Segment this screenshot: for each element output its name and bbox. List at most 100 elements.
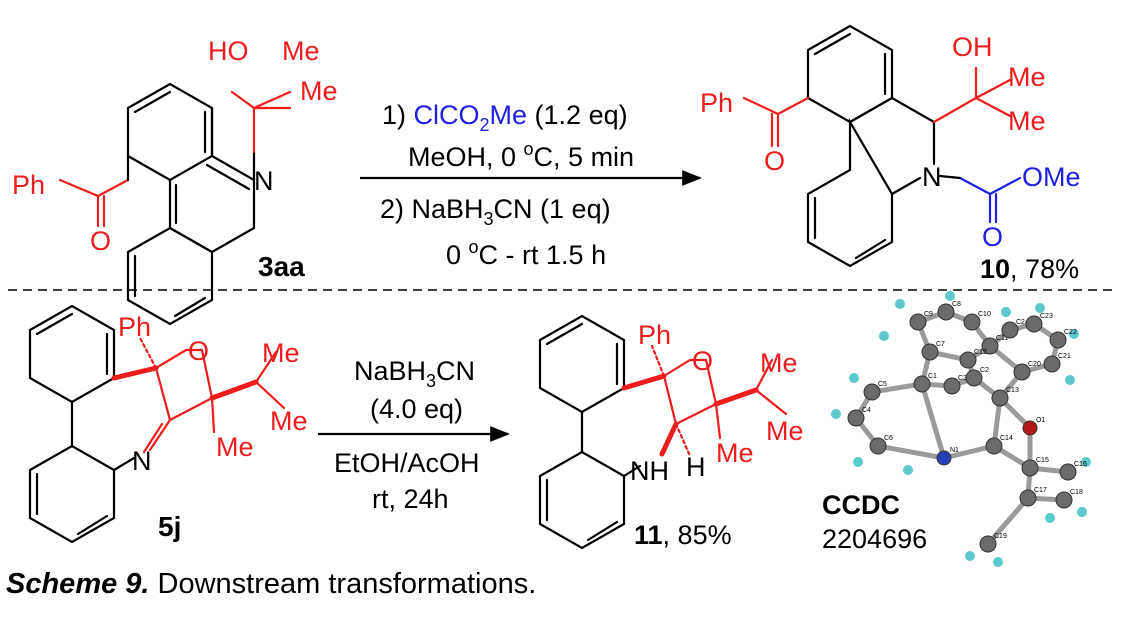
compound-label-5j: 5j	[158, 511, 181, 542]
crystal-hydrogen	[1035, 303, 1045, 313]
crystal-atom	[965, 369, 983, 387]
crystal-atom-label: N1	[950, 447, 959, 454]
crystal-atom-label: C22	[1064, 329, 1077, 336]
crystal-atom	[979, 535, 997, 553]
reaction2-condition-4: rt, 24h	[372, 484, 449, 514]
crystal-atom-label: O1	[1036, 417, 1045, 424]
10-oh-label: OH	[952, 32, 993, 62]
11-me3-label: Me	[716, 438, 754, 468]
11-h-label: H	[686, 452, 706, 482]
molecule-11	[538, 314, 788, 550]
3aa-ho-label: HO	[208, 36, 249, 66]
crystal-atom-label: C24	[1016, 319, 1029, 326]
11-me2-label: Me	[766, 416, 804, 446]
reaction1-condition-4: 0 oC - rt 1.5 h	[446, 237, 606, 270]
crystal-atom-label: C17	[1034, 487, 1047, 494]
crystal-atom	[909, 313, 927, 331]
crystal-atom-label: C14	[1000, 435, 1013, 442]
5j-o-label: O	[188, 336, 209, 366]
crystal-atom	[1001, 321, 1019, 339]
crystal-bond	[875, 443, 947, 461]
crystal-hydrogen	[1065, 375, 1075, 385]
crystal-atom-label: C18	[1070, 489, 1083, 496]
reaction1-condition-1: 1) ClCO2Me (1.2 eq)	[382, 100, 628, 135]
crystal-hydrogen	[1045, 513, 1055, 523]
crystal-atom-label: C10	[978, 311, 991, 318]
5j-me2-label: Me	[270, 406, 308, 436]
crystal-atom	[1043, 355, 1061, 373]
3aa-n-label: N	[254, 166, 274, 196]
crystal-hydrogen	[853, 457, 863, 467]
10-me1-label: Me	[1008, 62, 1046, 92]
crystal-hydrogen	[879, 331, 889, 341]
crystal-atom-label: C2	[980, 367, 989, 374]
crystal-atom-label: C16	[1074, 461, 1087, 468]
molecule-3aa	[58, 82, 292, 326]
3aa-ph-label: Ph	[12, 170, 45, 200]
crystal-hydrogen	[849, 373, 859, 383]
11-o-label: O	[692, 346, 713, 376]
10-ome-label: OMe	[1022, 162, 1081, 192]
10-me2-label: Me	[1008, 106, 1046, 136]
crystal-atom	[863, 383, 881, 401]
crystal-atom-label: C21	[1058, 353, 1071, 360]
crystal-atom	[913, 375, 931, 393]
crystal-atom	[937, 303, 955, 321]
crystal-atom	[963, 313, 981, 331]
crystal-bond	[919, 381, 947, 461]
reaction2-condition-1: NaBH3CN	[354, 356, 475, 391]
molecule-5j	[28, 304, 286, 544]
crystal-atom-label: C11	[996, 335, 1008, 342]
scheme-caption: Scheme 9. Downstream transformations.	[6, 568, 537, 600]
crystal-atom	[936, 450, 952, 466]
crystal-atom	[991, 389, 1009, 407]
3aa-o-label: O	[90, 226, 111, 256]
crystal-atom-label: C1	[928, 373, 937, 380]
ccdc-number: 2204696	[822, 524, 927, 554]
crystal-atom-label: C12	[974, 349, 987, 356]
crystal-atom	[943, 377, 961, 395]
crystal-hydrogen	[1077, 507, 1087, 517]
crystal-hydrogen	[831, 409, 841, 419]
3aa-me2-label: Me	[300, 76, 338, 106]
crystal-atom	[981, 337, 999, 355]
crystal-atom-label: C23	[1040, 313, 1053, 320]
5j-n-label: N	[132, 446, 152, 476]
10-carbonyl-o-label: O	[982, 222, 1003, 252]
crystal-atom	[869, 437, 887, 455]
reaction1-condition-2: MeOH, 0 oC, 5 min	[408, 139, 634, 172]
crystal-atom-label: C19	[994, 533, 1007, 540]
crystal-hydrogen	[945, 291, 955, 301]
molecule-10	[742, 24, 1022, 268]
crystal-atom-label: C20	[1028, 361, 1041, 368]
3aa-me1-label: Me	[282, 36, 320, 66]
crystal-atom	[959, 351, 977, 369]
crystal-atom-label: C5	[878, 381, 887, 388]
crystal-atom	[985, 437, 1003, 455]
crystal-hydrogen	[1081, 457, 1091, 467]
5j-me1-label: Me	[262, 338, 300, 368]
crystal-hydrogen	[903, 465, 913, 475]
crystal-atom	[847, 409, 865, 427]
crystal-atom-label: C4	[862, 407, 871, 414]
crystal-bond	[941, 443, 997, 461]
crystal-atom	[1049, 331, 1067, 349]
compound-label-11: 11, 85%	[634, 520, 732, 550]
compound-label-10: 10, 78%	[980, 254, 1079, 284]
crystal-atom	[1059, 463, 1077, 481]
10-n-label: N	[922, 162, 942, 192]
crystal-atom	[1025, 315, 1043, 333]
ccdc-title: CCDC	[822, 490, 900, 520]
crystal-hydrogen	[1069, 329, 1079, 339]
crystal-atom-label: C7	[936, 341, 945, 348]
crystal-atom	[1013, 363, 1031, 381]
crystal-atom	[921, 343, 939, 361]
5j-me3-label: Me	[216, 432, 254, 462]
reaction2-condition-2: (4.0 eq)	[370, 394, 463, 424]
10-ph-label: Ph	[700, 88, 733, 118]
compound-label-3aa: 3aa	[258, 251, 305, 282]
11-nh-label: NH	[630, 456, 669, 486]
crystal-atom	[1022, 420, 1038, 436]
